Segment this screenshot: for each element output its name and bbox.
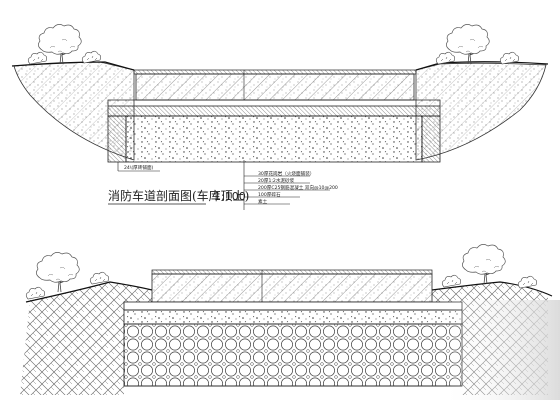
paving-surface — [133, 69, 417, 75]
ground-line-bottom — [25, 281, 553, 303]
shrub-icon — [81, 50, 101, 64]
right-embankment-hatch — [416, 63, 546, 161]
cobble-layer — [123, 323, 463, 387]
tree-icon — [36, 251, 80, 293]
shrub-icon — [27, 51, 47, 65]
paving-surface-bottom — [151, 269, 433, 275]
layer-notes: 30厚花岗岩（火烧面铺装） 20厚1:2水泥砂浆 200厚C25钢筋混凝土 双向… — [244, 170, 338, 205]
section-scale: 1:100 — [214, 190, 246, 203]
section-bottom — [20, 243, 560, 400]
shrub-icon — [89, 271, 109, 285]
shrub-icon — [25, 286, 45, 300]
base-band — [107, 105, 441, 117]
layer-note: 200厚C25钢筋混凝土 双向@10@200 — [258, 184, 338, 191]
shrub-icon — [441, 274, 461, 288]
left-embankment-hatch — [14, 62, 134, 160]
bottom-left-soil — [20, 282, 152, 395]
section-top: 24\(厚砖铺面) 30厚花岗岩（火烧面铺装） 20厚1:2水泥砂浆 200厚C… — [11, 24, 549, 210]
left-curb — [107, 115, 127, 163]
right-curb — [421, 115, 441, 163]
layer-note: 素土 — [258, 198, 268, 205]
shrub-icon — [517, 275, 537, 289]
layer-note: 100厚碎石 — [258, 191, 281, 198]
base-band-bottom — [123, 301, 463, 311]
gravel-base — [125, 115, 423, 163]
left-callout: 24\(厚砖铺面) — [124, 164, 154, 171]
layer-note: 20厚1:2水泥砂浆 — [258, 177, 295, 184]
layer-note: 30厚花岗岩（火烧面铺装） — [258, 170, 314, 177]
tree-icon — [461, 243, 506, 285]
gravel-band-bottom — [123, 309, 463, 325]
section-title: 消防车道剖面图(车库顶上) — [108, 188, 249, 203]
